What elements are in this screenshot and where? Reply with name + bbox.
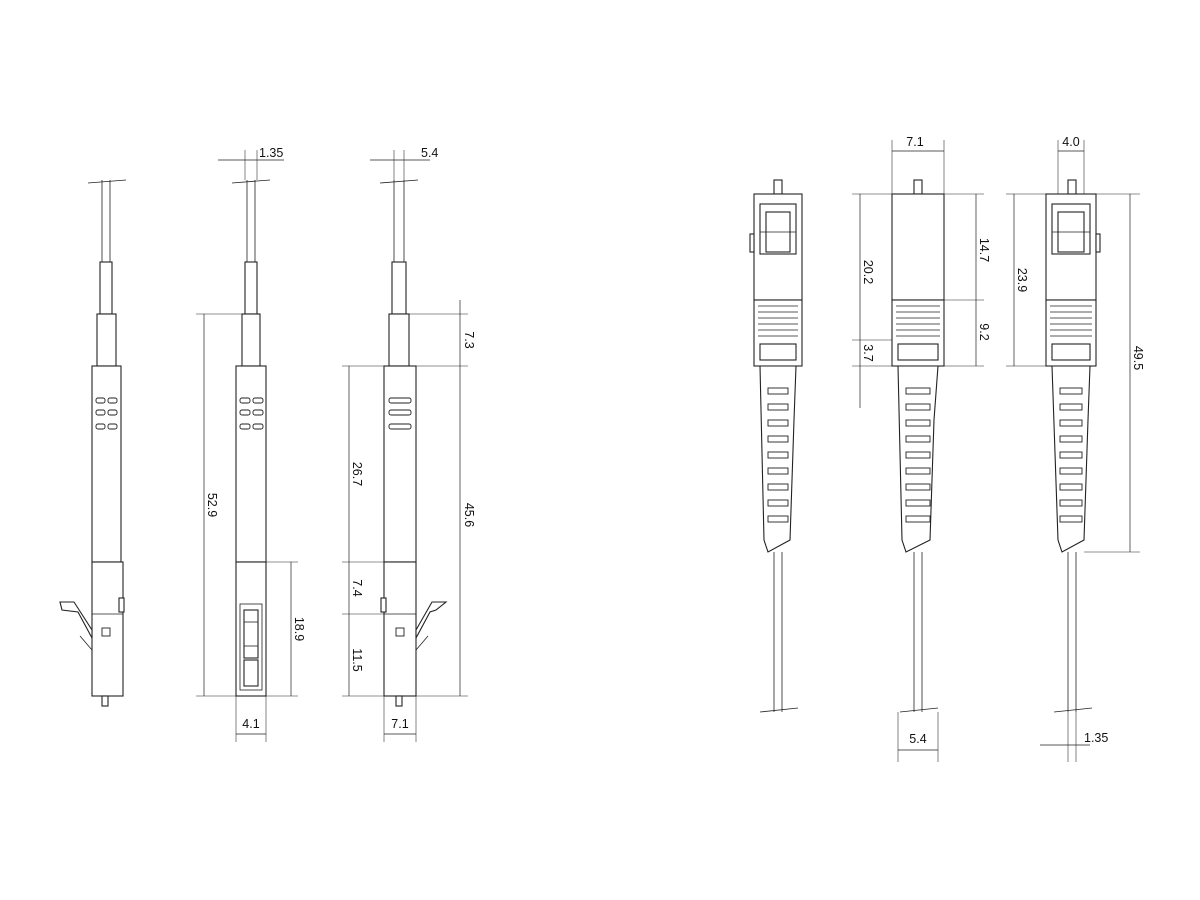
dim-sc-boot-width: 5.4	[909, 732, 926, 746]
dim-sc-overall-length: 49.5	[1131, 346, 1145, 370]
dim-lc-latch-body-length: 18.9	[292, 617, 306, 641]
dim-lc-tube-length: 7.3	[462, 331, 476, 348]
dim-sc-label-length: 3.7	[861, 344, 875, 361]
sc-side-view-2	[1045, 179, 1101, 713]
dim-lc-boot-length: 26.7	[350, 462, 364, 486]
dim-sc-fiber-dia: 1.35	[1084, 731, 1108, 745]
lc-front-view	[231, 179, 271, 697]
sc-front-view	[891, 179, 945, 713]
dim-sc-front-width: 7.1	[906, 135, 923, 149]
dim-sc-housing-length: 20.2	[861, 260, 875, 284]
dim-lc-width: 4.1	[242, 717, 259, 731]
dim-sc-side-housing-length: 23.9	[1015, 268, 1029, 292]
dim-sc-upper-length: 14.7	[977, 238, 991, 262]
lc-side-view-2	[379, 179, 448, 707]
dim-lc-body-upper: 7.4	[350, 579, 364, 596]
dim-sc-grip-length: 9.2	[977, 323, 991, 340]
dimension-labels: 1.35 52.9 18.9 4.1 5.4 7.3 45.6 26.7 7.4…	[205, 135, 1145, 746]
dim-lc-overall-length: 52.9	[205, 493, 219, 517]
dim-lc-body-lower: 11.5	[350, 648, 364, 671]
dim-lc-ferrule-dia: 1.35	[259, 146, 283, 160]
dimension-lines	[196, 140, 1140, 762]
sc-side-view-1	[749, 179, 803, 713]
dim-lc-boot-dia: 5.4	[421, 146, 438, 160]
dim-lc-body-width: 7.1	[391, 717, 408, 731]
dim-sc-side-width: 4.0	[1062, 135, 1079, 149]
lc-side-view-1	[59, 179, 127, 707]
dim-lc-length-total: 45.6	[462, 503, 476, 527]
